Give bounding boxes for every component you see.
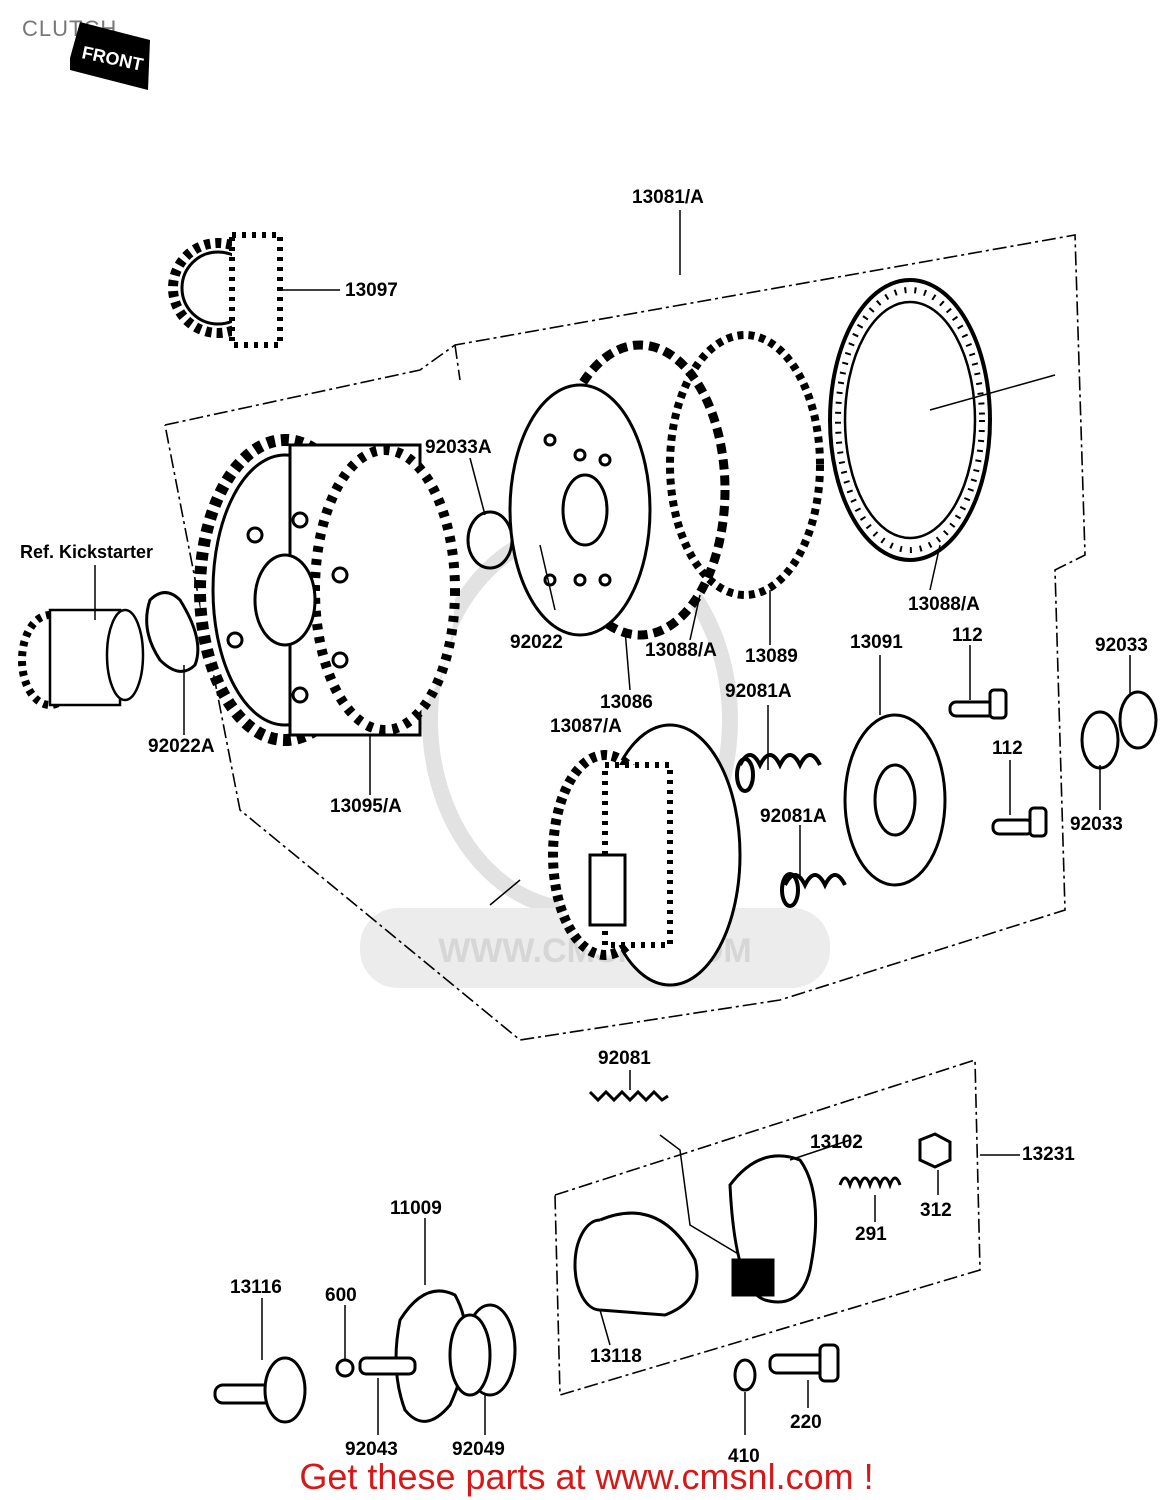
front-direction-badge: FRONT xyxy=(70,22,150,90)
part-labels: 13081/A 13097 92033A Ref. Kickstarter 92… xyxy=(20,187,1148,1467)
part-label: 92033A xyxy=(425,437,492,458)
part-label: 13097 xyxy=(345,280,398,301)
part-label: 92033 xyxy=(1095,635,1148,656)
part-label: 13088/A xyxy=(645,640,717,661)
part-label: 92081A xyxy=(760,806,827,827)
part-label: 600 xyxy=(325,1285,357,1306)
footer-link-text[interactable]: Get these parts at www.cmsnl.com ! xyxy=(299,1456,874,1497)
part-label: 13081/A xyxy=(632,187,704,208)
part-label: 13087/A xyxy=(550,716,622,737)
gasket-11009-icon xyxy=(358,1289,468,1423)
part-label: 410 xyxy=(728,1446,760,1467)
part-label: 13089 xyxy=(745,646,798,667)
part-label: 13102 xyxy=(810,1132,863,1153)
washer-92022a-icon xyxy=(145,591,200,673)
ref-kickstarter-label: Ref. Kickstarter xyxy=(20,542,153,562)
part-label: 92081A xyxy=(725,681,792,702)
part-label: 13231 xyxy=(1022,1144,1075,1165)
release-cam-13118-icon xyxy=(573,1211,699,1317)
part-label: 13091 xyxy=(850,632,903,653)
part-label: 13095/A xyxy=(330,796,402,817)
friction-plates-icon xyxy=(666,278,1056,599)
part-label: 220 xyxy=(790,1412,822,1433)
part-label: 92022 xyxy=(510,632,563,653)
part-label: 13086 xyxy=(600,692,653,713)
part-label: 13116 xyxy=(230,1277,282,1298)
kickstarter-gear-icon xyxy=(18,608,145,709)
part-label: 13088/A xyxy=(908,594,980,615)
washer-410-icon xyxy=(733,1358,757,1392)
spring-92081a-icon xyxy=(735,753,847,908)
cap-92049-icon xyxy=(448,1303,517,1397)
assembly-outlines xyxy=(164,234,1086,1397)
part-label: 112 xyxy=(952,625,983,646)
clutch-hub-13087-icon xyxy=(489,723,742,987)
clutch-housing-13086-icon xyxy=(508,340,730,640)
part-label: 13118 xyxy=(590,1346,642,1367)
part-label: 112 xyxy=(992,738,1023,759)
part-label: 312 xyxy=(920,1200,952,1221)
bolt-112-icon xyxy=(948,688,1048,838)
primary-gear-13095-icon xyxy=(194,434,460,746)
part-label: 92033 xyxy=(1070,814,1123,835)
circlip-92033-icon xyxy=(1080,690,1158,770)
spring-92081-icon xyxy=(588,1089,741,1256)
spring-291-icon xyxy=(838,1176,902,1190)
part-label: 92022A xyxy=(148,736,215,757)
push-rod-13116-icon xyxy=(213,1356,307,1424)
part-label: 291 xyxy=(855,1224,887,1245)
part-label: 11009 xyxy=(390,1198,442,1219)
part-label: 92049 xyxy=(452,1439,505,1460)
part-label: 92081 xyxy=(598,1048,651,1069)
release-lever-13102-icon xyxy=(728,1154,818,1304)
ball-600-icon xyxy=(335,1358,355,1378)
nut-312-icon xyxy=(918,1132,952,1169)
leader-lines xyxy=(94,210,1131,1435)
bolt-220-icon xyxy=(768,1343,840,1383)
pressure-plate-13091-icon xyxy=(843,713,947,887)
part-label: 92043 xyxy=(345,1439,398,1460)
gear-13097-icon xyxy=(168,232,340,348)
